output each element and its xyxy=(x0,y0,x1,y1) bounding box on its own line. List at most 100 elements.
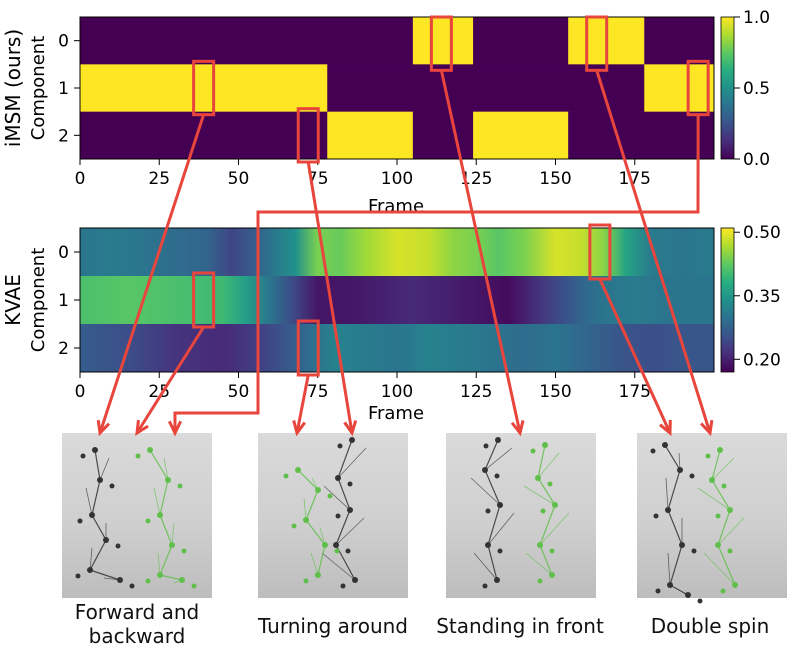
skeleton-bone-1-g-4 xyxy=(310,552,319,576)
skeleton-joint-0-g-5 xyxy=(179,577,185,583)
skeleton-joint2-0-g-3 xyxy=(181,548,187,554)
skeleton-joint-1-b-3 xyxy=(333,542,339,548)
skeleton-joint-1-g-2 xyxy=(303,517,309,523)
skeleton-joint-3-b-1 xyxy=(677,467,683,473)
arrow-imsm-f39 xyxy=(98,114,206,434)
skeleton-joint-1-b-0 xyxy=(349,437,355,443)
skeleton-joint-3-g-2 xyxy=(727,507,733,513)
skeleton-bone-2-g-2 xyxy=(523,485,556,506)
kvae-row-2-strip xyxy=(80,324,714,372)
skeleton-bone-2-g-1 xyxy=(537,452,560,479)
skeleton-joint-1-b-1 xyxy=(335,475,341,481)
caption-standing-in-front: Standing in front xyxy=(436,614,604,638)
skeleton-bone-2-b-1 xyxy=(484,447,513,471)
skeleton-joint2-3-g-4 xyxy=(720,588,726,594)
kvae-xtick-label-5: 125 xyxy=(460,382,492,402)
skeleton-bone-0-g-3 xyxy=(171,522,175,546)
skeleton-bone-0-b-2 xyxy=(85,487,93,516)
skeleton-bone-0-g-4 xyxy=(157,552,161,576)
skeleton-joint2-1-b-0 xyxy=(337,443,343,449)
skeleton-thumb-bg-1 xyxy=(258,433,408,598)
skeleton-thumb-bg-2 xyxy=(446,433,596,598)
skeleton-thumb-bg-0 xyxy=(62,433,212,598)
imsm-xtick-label-4: 100 xyxy=(381,169,413,189)
skeleton-joint2-0-g-5 xyxy=(191,583,197,589)
imsm-cbtick-label-1: 0.5 xyxy=(743,79,770,99)
kvae-ytick-label-1: 1 xyxy=(58,291,69,311)
skeleton-bone-1-b-4 xyxy=(321,552,356,581)
kvae-ytick-label-0: 0 xyxy=(58,243,69,263)
kvae-method-label: KVAE xyxy=(1,274,25,326)
imsm-heatmap-cells xyxy=(80,17,715,160)
skeleton-joint2-2-b-0 xyxy=(483,443,489,449)
skeleton-joint2-2-b-4 xyxy=(482,583,488,589)
skeleton-joint2-0-g-0 xyxy=(135,453,141,459)
imsm-xtick-label-5: 125 xyxy=(460,169,492,189)
skeleton-joint-3-b-0 xyxy=(662,442,668,448)
kvae-ytick-label-2: 2 xyxy=(58,339,69,359)
connector-arrows xyxy=(96,69,714,437)
imsm-cell-0-1 xyxy=(412,17,474,65)
imsm-cell-2-12 xyxy=(568,111,715,160)
skeleton-bone-2-b-4 xyxy=(473,552,498,581)
skeleton-joint-3-b-2 xyxy=(665,507,671,513)
imsm-x-axis-label: Frame xyxy=(368,196,424,217)
imsm-cell-0-2 xyxy=(473,17,569,65)
kvae-colorbar-ticks: 0.200.350.50 xyxy=(734,223,781,370)
skeleton-bone-3-b-4 xyxy=(667,552,671,586)
skeleton-joint-2-g-1 xyxy=(535,475,541,481)
kvae-x-axis-label: Frame xyxy=(368,403,424,424)
skeleton-joint-1-g-0 xyxy=(295,467,301,473)
skeleton-bone-3-g-2 xyxy=(697,487,731,511)
kvae-xtick-label-7: 175 xyxy=(619,382,651,402)
skeleton-joint2-3-g-1 xyxy=(721,483,727,489)
skeleton-joint2-0-g-1 xyxy=(177,483,183,489)
skeleton-bone-0-g-2 xyxy=(153,487,161,516)
skeleton-joint2-3-g-3 xyxy=(727,548,733,554)
imsm-method-label: iMSM (ours) xyxy=(1,29,25,147)
kvae-cbtick-label-2: 0.50 xyxy=(743,223,781,243)
arrow-kvae-f164 xyxy=(598,278,672,434)
arrow-imsm-f195 xyxy=(173,114,700,433)
skeleton-bone-1-b-3 xyxy=(335,517,365,546)
skeleton-joint-2-b-4 xyxy=(494,577,500,583)
skeleton-joint2-1-b-1 xyxy=(347,481,353,487)
kvae-y-ticks: 0 1 2 xyxy=(58,243,80,359)
kvae-row-1-strip xyxy=(80,276,714,324)
skeleton-joint-2-g-4 xyxy=(549,572,555,578)
skeleton-joint2-2-b-3 xyxy=(497,548,503,554)
imsm-cell-1-7 xyxy=(644,64,715,112)
skeleton-joint2-3-g-2 xyxy=(715,513,721,519)
imsm-cell-2-9 xyxy=(327,111,414,160)
skeleton-joint2-1-g-4 xyxy=(303,578,309,584)
skeleton-joint-1-b-4 xyxy=(352,577,358,583)
kvae-row-0-strip xyxy=(80,228,714,276)
arrow-imsm-f39-head xyxy=(96,419,111,437)
imsm-xtick-label-1: 25 xyxy=(148,169,170,189)
imsm-colorbar xyxy=(720,16,735,160)
skeleton-limb-0-g xyxy=(149,449,183,581)
arrow-kvae-f72 xyxy=(295,374,310,434)
arrow-imsm-f114-head xyxy=(510,420,525,437)
skeleton-bone-0-g-1 xyxy=(163,457,169,481)
skeleton-joint2-0-g-4 xyxy=(145,578,151,584)
skeleton-bone-1-g-2 xyxy=(303,497,307,521)
skeleton-bone-3-g-4 xyxy=(703,552,736,586)
skeleton-joint2-3-b-2 xyxy=(653,513,659,519)
arrow-kvae-f164-head xyxy=(659,419,672,437)
kvae-xtick-label-2: 50 xyxy=(228,382,250,402)
caption-double-spin: Double spin xyxy=(650,614,770,638)
skeleton-joint-0-b-2 xyxy=(89,512,95,518)
arrow-kvae-f39 xyxy=(135,326,205,434)
imsm-xtick-label-6: 150 xyxy=(539,169,571,189)
skeleton-joint-0-b-5 xyxy=(117,577,123,583)
skeleton-joint-2-g-3 xyxy=(537,542,543,548)
skeleton-joint2-3-b-3 xyxy=(691,548,697,554)
skeleton-joint-2-b-1 xyxy=(482,467,488,473)
skeleton-joint-3-g-3 xyxy=(715,542,721,548)
arrow-kvae-f72-head xyxy=(292,420,306,437)
skeleton-joint2-2-g-2 xyxy=(540,508,546,514)
skeleton-joint2-1-g-1 xyxy=(327,493,333,499)
